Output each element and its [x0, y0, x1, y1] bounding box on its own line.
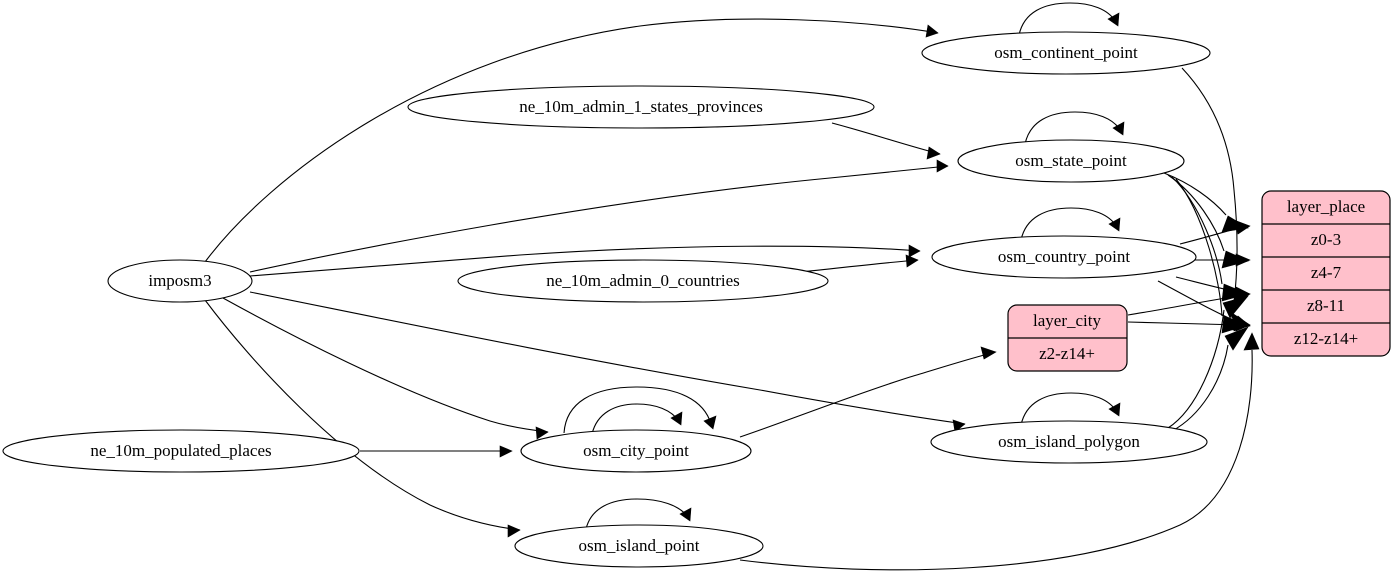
node-layer: imposm3 ne_10m_admin_1_states_provinces … — [2, 31, 1211, 568]
node-osm_state_point[interactable]: osm_state_point — [957, 139, 1185, 183]
self-loop-osm_city_point-inner — [591, 403, 683, 435]
record-row-layer_place-z4-7: z4-7 — [1311, 263, 1342, 282]
node-ne_10m_populated_places[interactable]: ne_10m_populated_places — [2, 429, 360, 473]
node-label-osm_state_point: osm_state_point — [1015, 151, 1127, 170]
record-row-layer_place-z8-11: z8-11 — [1307, 296, 1345, 315]
self-loop-osm_country_point — [1020, 207, 1121, 241]
self-loop-osm_continent_point — [1018, 2, 1120, 36]
record-title-layer_place: layer_place — [1287, 197, 1365, 216]
record-node-layer_place[interactable]: layer_place z0-3 z4-7 z8-11 z12-z14+ — [1261, 190, 1391, 357]
node-osm_city_point[interactable]: osm_city_point — [520, 429, 752, 473]
edge-imposm3-to-osm_continent_point — [204, 18, 939, 263]
edge-osm_city_point-to-layer_city — [739, 346, 997, 438]
node-ne_10m_admin_0_countries[interactable]: ne_10m_admin_0_countries — [457, 259, 829, 303]
node-label-imposm3: imposm3 — [148, 271, 211, 290]
edge-imposm3-to-osm_country_point — [249, 244, 921, 277]
edge-osm_island_polygon-to-layer_place-z12 — [1171, 326, 1249, 432]
self-loop-osm_state_point — [1024, 111, 1125, 145]
edge-osm_island_polygon-to-layer_place-z8-11 — [1167, 295, 1249, 429]
edge-osm_country_point-to-layer_place-z4-7 — [1195, 253, 1251, 267]
edge-imposm3-to-osm_island_polygon — [249, 291, 966, 433]
edge-layer — [204, 2, 1260, 571]
edge-ne_10m_populated_places-to-osm_city_point — [360, 445, 513, 458]
node-label-osm_country_point: osm_country_point — [998, 247, 1130, 266]
node-label-osm_continent_point: osm_continent_point — [994, 43, 1138, 62]
record-row-layer_city-z2-z14: z2-z14+ — [1039, 344, 1095, 363]
node-label-osm_island_polygon: osm_island_polygon — [998, 432, 1140, 451]
node-label-osm_city_point: osm_city_point — [583, 441, 689, 460]
record-row-layer_place-z12-z14: z12-z14+ — [1294, 329, 1358, 348]
edge-ne_10m_admin_0_countries-to-osm_country_point — [799, 254, 919, 273]
node-label-ne_10m_admin_1_states_provinces: ne_10m_admin_1_states_provinces — [519, 97, 763, 116]
node-osm_island_polygon[interactable]: osm_island_polygon — [930, 420, 1208, 464]
record-node-layer_city[interactable]: layer_city z2-z14+ — [1007, 304, 1128, 372]
self-loop-osm_island_point — [585, 498, 692, 530]
edge-osm_island_point-to-layer_place-z12 — [739, 332, 1260, 571]
edge-imposm3-to-osm_city_point — [222, 297, 549, 440]
node-label-ne_10m_admin_0_countries: ne_10m_admin_0_countries — [546, 271, 740, 290]
node-label-osm_island_point: osm_island_point — [579, 536, 700, 555]
edge-osm_country_point-to-layer_place-z0-3 — [1179, 219, 1251, 245]
edge-imposm3-to-osm_island_point — [204, 299, 521, 538]
record-title-layer_city: layer_city — [1033, 311, 1101, 330]
record-node-layer: layer_place z0-3 z4-7 z8-11 z12-z14+ lay… — [1007, 190, 1391, 372]
self-loop-osm_city_point-outer — [563, 386, 717, 434]
node-label-ne_10m_populated_places: ne_10m_populated_places — [90, 441, 271, 460]
record-row-layer_place-z0-3: z0-3 — [1311, 230, 1341, 249]
edge-imposm3-to-osm_state_point — [249, 159, 949, 273]
node-osm_island_point[interactable]: osm_island_point — [514, 524, 764, 568]
edge-layer_city-to-layer_place-z12 — [1127, 318, 1251, 332]
node-imposm3[interactable]: imposm3 — [107, 259, 253, 303]
self-loop-osm_island_polygon — [1020, 392, 1121, 426]
node-osm_continent_point[interactable]: osm_continent_point — [921, 31, 1211, 75]
edge-ne_10m_admin_1_states_provinces-to-osm_state_point — [831, 122, 941, 160]
node-ne_10m_admin_1_states_provinces[interactable]: ne_10m_admin_1_states_provinces — [407, 85, 875, 129]
node-osm_country_point[interactable]: osm_country_point — [931, 235, 1197, 279]
